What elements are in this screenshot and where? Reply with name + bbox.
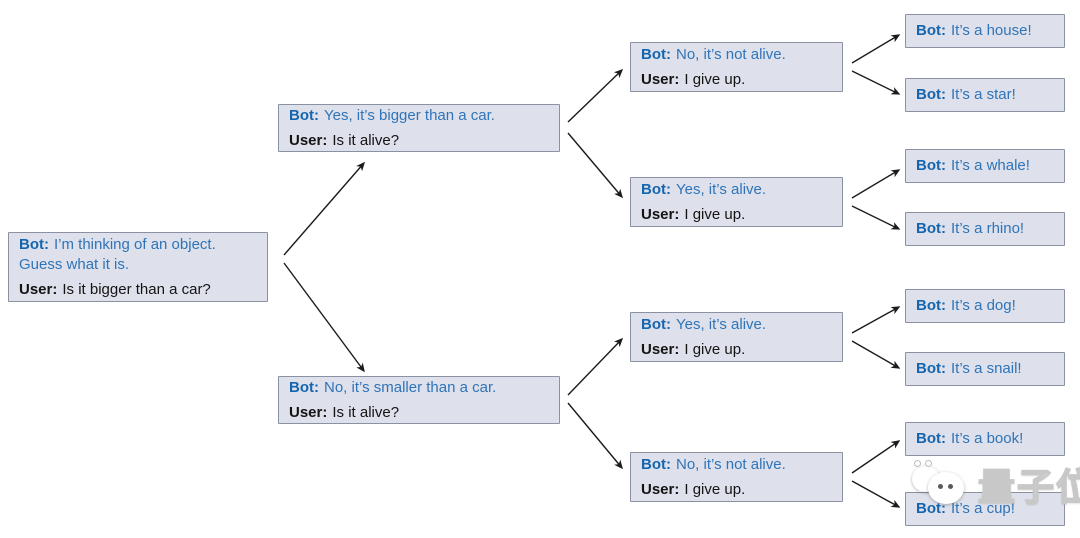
arrow	[851, 480, 901, 508]
bot-label: Bot:	[289, 378, 319, 396]
bot-label: Bot:	[916, 220, 946, 237]
bot-label: Bot:	[916, 22, 946, 39]
user-message: Is it bigger than a car?	[62, 280, 211, 298]
node-leaf-house: Bot: It’s a house!	[905, 14, 1065, 48]
bot-label: Bot:	[916, 500, 946, 517]
bot-line: Bot: Yes, it’s alive.	[641, 180, 832, 200]
node-bigger: Bot: Yes, it’s bigger than a car. User:Is…	[278, 104, 560, 152]
arrow	[851, 306, 901, 334]
arrow	[851, 205, 901, 230]
bot-line: Bot: Yes, it’s bigger than a car.	[289, 106, 549, 126]
node-leaf-whale: Bot: It’s a whale!	[905, 149, 1065, 183]
node-leaf-star: Bot: It’s a star!	[905, 78, 1065, 112]
bot-line: Bot: It’s a dog!	[916, 296, 1054, 316]
bot-message: It’s a cup!	[951, 500, 1015, 517]
node-leaf-rhino: Bot: It’s a rhino!	[905, 212, 1065, 246]
bot-message: No, it’s smaller than a car.	[324, 378, 497, 396]
arrow	[851, 440, 901, 474]
user-label: User:	[289, 403, 328, 421]
arrow	[851, 169, 901, 199]
user-message: I give up.	[684, 480, 746, 498]
bot-line: Bot: It’s a whale!	[916, 156, 1054, 176]
bot-label: Bot:	[916, 360, 946, 377]
arrow	[283, 161, 365, 256]
user-line: User:I give up.	[641, 480, 832, 500]
dot-icon	[914, 460, 921, 467]
arrow	[567, 132, 623, 199]
user-message: Is it alive?	[332, 403, 400, 421]
user-line: User:I give up.	[641, 205, 832, 225]
bot-line: Bot: It’s a star!	[916, 85, 1054, 105]
bot-message: Yes, it’s alive.	[676, 180, 767, 198]
node-bigger-not-alive: Bot: No, it’s not alive. User:I give up.	[630, 42, 843, 92]
bot-line: Bot: It’s a snail!	[916, 359, 1054, 379]
bot-message: I’m thinking of an object. Guess what it…	[19, 235, 216, 273]
bot-label: Bot:	[916, 86, 946, 103]
bot-message: It’s a book!	[951, 430, 1024, 447]
bot-message: No, it’s not alive.	[676, 455, 786, 473]
bot-label: Bot:	[641, 455, 671, 473]
bot-label: Bot:	[916, 430, 946, 447]
bot-message: Yes, it’s alive.	[676, 315, 767, 333]
user-label: User:	[641, 480, 680, 498]
bot-message: It’s a dog!	[951, 297, 1016, 314]
bot-line: Bot: No, it’s smaller than a car.	[289, 378, 549, 398]
bot-label: Bot:	[641, 45, 671, 63]
user-message: I give up.	[684, 205, 746, 223]
node-bigger-alive: Bot: Yes, it’s alive. User:I give up.	[630, 177, 843, 227]
bot-line: Bot: Yes, it’s alive.	[641, 315, 832, 335]
user-message: I give up.	[684, 340, 746, 358]
node-smaller: Bot: No, it’s smaller than a car. User:Is…	[278, 376, 560, 424]
user-line: User:I give up.	[641, 340, 832, 360]
bot-message: It’s a rhino!	[951, 220, 1025, 237]
arrow	[567, 68, 624, 123]
node-leaf-dog: Bot: It’s a dog!	[905, 289, 1065, 323]
arrow	[567, 337, 624, 396]
arrow	[567, 402, 623, 470]
user-label: User:	[19, 280, 58, 298]
bot-line: Bot: No, it’s not alive.	[641, 45, 832, 65]
node-smaller-alive: Bot: Yes, it’s alive. User:I give up.	[630, 312, 843, 362]
bot-label: Bot:	[641, 315, 671, 333]
bot-line: Bot: No, it’s not alive.	[641, 455, 832, 475]
node-leaf-snail: Bot: It’s a snail!	[905, 352, 1065, 386]
bot-line: Bot: It’s a house!	[916, 21, 1054, 41]
user-line: User:Is it alive?	[289, 403, 549, 423]
bot-label: Bot:	[916, 157, 946, 174]
user-message: I give up.	[684, 70, 746, 88]
dot-icon	[925, 460, 932, 467]
bot-label: Bot:	[641, 180, 671, 198]
user-line: User:Is it alive?	[289, 131, 549, 151]
user-label: User:	[641, 205, 680, 223]
bot-message: It’s a house!	[951, 22, 1032, 39]
arrow	[851, 70, 901, 95]
node-smaller-not-alive: Bot: No, it’s not alive. User:I give up.	[630, 452, 843, 502]
speech-bubble-icon	[912, 466, 940, 492]
bot-message: Yes, it’s bigger than a car.	[324, 106, 495, 124]
user-label: User:	[641, 340, 680, 358]
arrow	[851, 34, 901, 64]
node-leaf-book: Bot: It’s a book!	[905, 422, 1065, 456]
arrow	[283, 262, 365, 373]
user-label: User:	[289, 131, 328, 149]
bot-line: Bot: It’s a cup!	[916, 499, 1054, 519]
bot-label: Bot:	[916, 297, 946, 314]
bot-line: Bot: It’s a book!	[916, 429, 1054, 449]
arrow	[851, 340, 901, 369]
bot-line: Bot:I’m thinking of an object. Guess wha…	[19, 235, 257, 275]
bot-message: It’s a star!	[951, 86, 1016, 103]
bot-message: It’s a snail!	[951, 360, 1022, 377]
node-root: Bot:I’m thinking of an object. Guess wha…	[8, 232, 268, 302]
user-label: User:	[641, 70, 680, 88]
bot-label: Bot:	[19, 235, 49, 253]
bot-label: Bot:	[289, 106, 319, 124]
bot-message: No, it’s not alive.	[676, 45, 786, 63]
user-message: Is it alive?	[332, 131, 400, 149]
user-line: User:Is it bigger than a car?	[19, 280, 257, 300]
node-leaf-cup: Bot: It’s a cup!	[905, 492, 1065, 526]
user-line: User:I give up.	[641, 70, 832, 90]
bot-line: Bot: It’s a rhino!	[916, 219, 1054, 239]
bot-message: It’s a whale!	[951, 157, 1030, 174]
